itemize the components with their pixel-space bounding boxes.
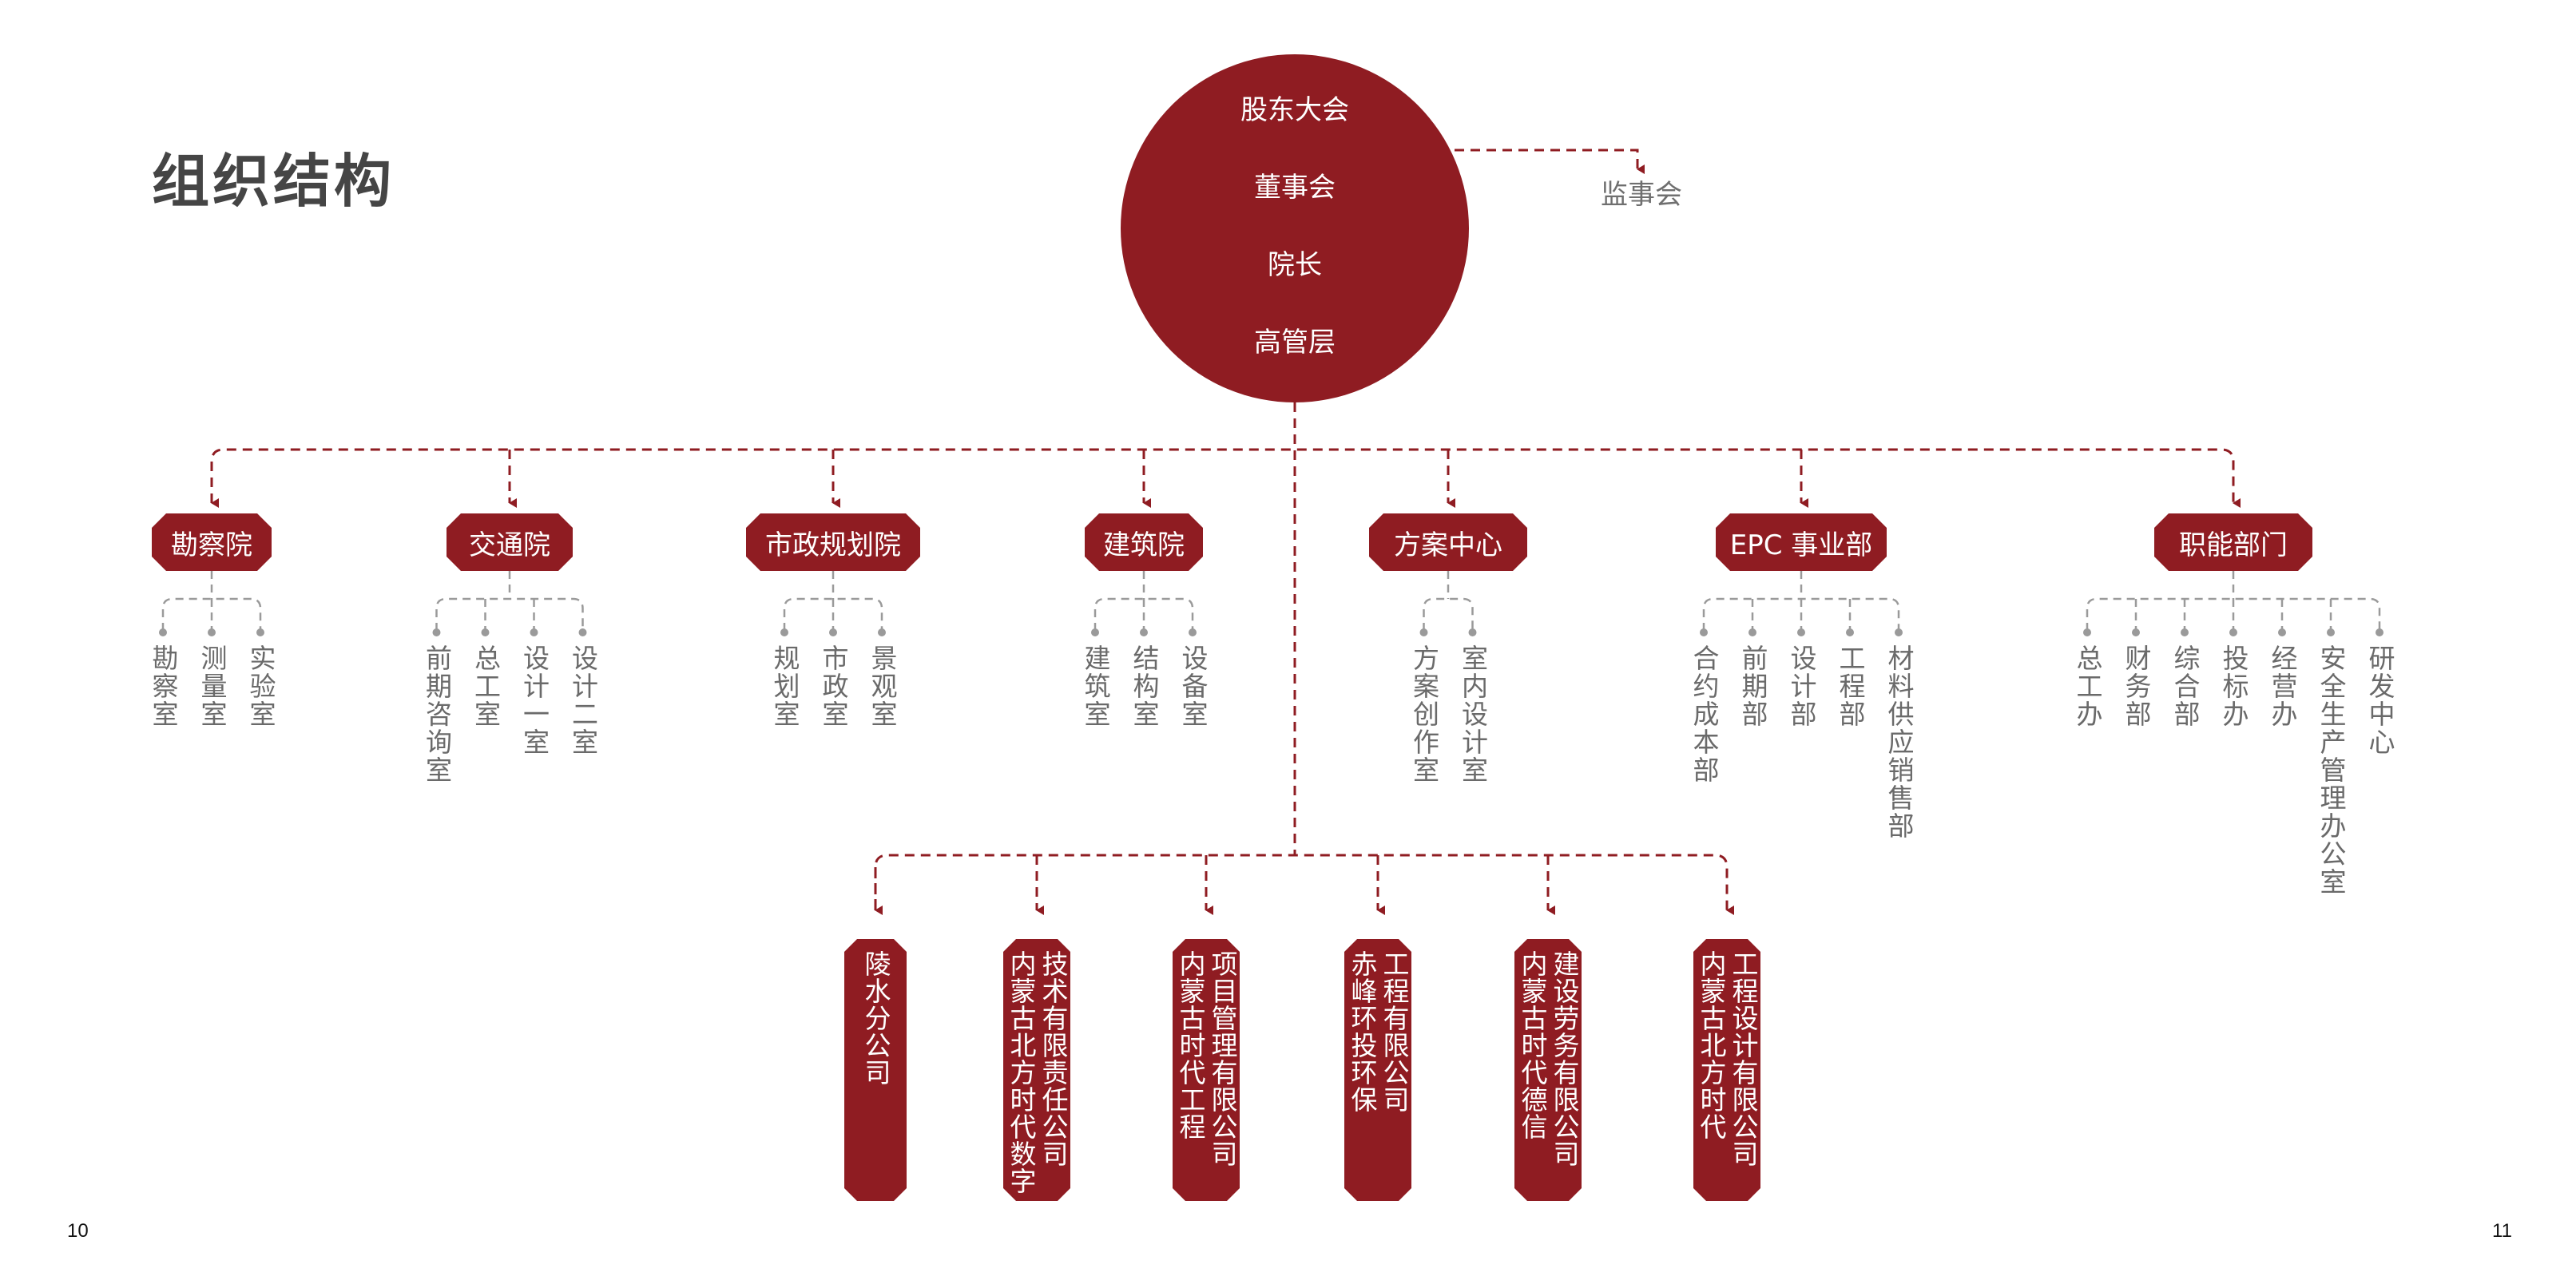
subdepartment: 前期部 bbox=[1737, 644, 1768, 728]
sub-dot bbox=[1140, 628, 1148, 636]
subdepartment: 合约成本部 bbox=[1689, 644, 1720, 784]
subsidiary-company-1: 内蒙古北方时代数字技术有限责任公司 bbox=[1003, 939, 1070, 1201]
subsidiary-company-5: 内蒙古北方时代工程设计有限公司 bbox=[1693, 939, 1760, 1201]
department-bus bbox=[210, 448, 2241, 508]
company-name-line: 赤峰环投环保 bbox=[1347, 950, 1378, 1113]
subsidiary-company-2: 内蒙古时代工程项目管理有限公司 bbox=[1173, 939, 1240, 1201]
company-name-line: 内蒙古北方时代数字 bbox=[1006, 950, 1037, 1195]
subdepartment: 财务部 bbox=[2121, 644, 2152, 728]
level-board: 董事会 bbox=[1254, 172, 1336, 204]
subdepartment: 建筑室 bbox=[1080, 644, 1111, 728]
subdepartment: 市政室 bbox=[818, 644, 849, 728]
sub-dot bbox=[2278, 628, 2286, 636]
sub-dot bbox=[1797, 628, 1805, 636]
sub-dot bbox=[1700, 628, 1708, 636]
page-number-right: 11 bbox=[2492, 1220, 2512, 1242]
subsidiary-company-0: 陵水分公司 bbox=[844, 939, 907, 1201]
subdepartment: 室内设计室 bbox=[1457, 644, 1489, 784]
sub-dot bbox=[1895, 628, 1903, 636]
subdepartment: 规划室 bbox=[769, 644, 800, 728]
subdepartment: 方案创作室 bbox=[1408, 644, 1440, 784]
sub-dot bbox=[1189, 628, 1197, 636]
subdepartment: 总工室 bbox=[470, 644, 502, 728]
sub-dot bbox=[159, 628, 167, 636]
sub-dot bbox=[530, 628, 538, 636]
level-president: 院长 bbox=[1268, 249, 1322, 281]
sub-dot bbox=[878, 628, 886, 636]
subsidiary-company-4: 内蒙古时代德信建设劳务有限公司 bbox=[1514, 939, 1582, 1201]
subdepartment: 设计一室 bbox=[518, 644, 550, 756]
company-name-line: 项目管理有限公司 bbox=[1207, 950, 1238, 1167]
subdepartment: 结构室 bbox=[1129, 644, 1160, 728]
sub-bus-3 bbox=[1094, 597, 1194, 631]
company-name-line: 建设劳务有限公司 bbox=[1549, 950, 1580, 1167]
subdepartment: 材料供应销售部 bbox=[1883, 644, 1915, 840]
sub-dot bbox=[829, 628, 837, 636]
company-name-line: 工程设计有限公司 bbox=[1728, 950, 1759, 1167]
department-3: 建筑院 bbox=[1085, 513, 1203, 571]
sub-dot bbox=[2229, 628, 2237, 636]
subdepartment: 设计部 bbox=[1786, 644, 1817, 728]
department-4: 方案中心 bbox=[1369, 513, 1527, 571]
supervisory-board: 监事会 bbox=[1601, 179, 1682, 211]
sub-dot bbox=[2132, 628, 2140, 636]
department-2: 市政规划院 bbox=[746, 513, 920, 571]
subdepartment: 经营办 bbox=[2267, 644, 2298, 728]
sub-dot bbox=[481, 628, 490, 636]
sub-dot bbox=[1091, 628, 1099, 636]
sub-dot bbox=[208, 628, 216, 636]
level-shareholders: 股东大会 bbox=[1240, 94, 1349, 126]
subdepartment: 安全生产管理办公室 bbox=[2316, 644, 2347, 896]
company-name-line: 工程有限公司 bbox=[1379, 950, 1410, 1113]
sub-dot bbox=[2181, 628, 2189, 636]
sub-dot bbox=[2327, 628, 2335, 636]
sub-bus-4 bbox=[1423, 597, 1474, 631]
page-title: 组织结构 bbox=[152, 148, 395, 215]
sub-dot bbox=[1468, 628, 1477, 636]
sub-dot bbox=[256, 628, 264, 636]
subdepartment: 设计二室 bbox=[567, 644, 599, 756]
page-number-left: 10 bbox=[67, 1220, 89, 1242]
subdepartment: 前期咨询室 bbox=[421, 644, 453, 784]
subdepartment: 研发中心 bbox=[2364, 644, 2395, 756]
supervisor-connector bbox=[1455, 149, 1645, 174]
subdepartment: 设备室 bbox=[1177, 644, 1209, 728]
department-6: 职能部门 bbox=[2154, 513, 2312, 571]
company-bus bbox=[874, 854, 1734, 915]
sub-bus-0 bbox=[161, 597, 262, 631]
level-executives: 高管层 bbox=[1254, 327, 1336, 359]
department-5: EPC 事业部 bbox=[1716, 513, 1887, 571]
subdepartment: 测量室 bbox=[196, 644, 228, 728]
sub-dot bbox=[1748, 628, 1756, 636]
department-1: 交通院 bbox=[447, 513, 573, 571]
company-name-line: 内蒙古北方时代 bbox=[1696, 950, 1727, 1140]
subdepartment: 景观室 bbox=[867, 644, 898, 728]
sub-dot bbox=[1419, 628, 1428, 636]
sub-dot bbox=[2083, 628, 2091, 636]
subdepartment: 勘察室 bbox=[148, 644, 179, 728]
subdepartment: 实验室 bbox=[245, 644, 276, 728]
company-name-line: 陵水分公司 bbox=[860, 950, 891, 1086]
sub-bus-1 bbox=[435, 597, 584, 631]
subsidiary-company-3: 赤峰环投环保工程有限公司 bbox=[1344, 939, 1411, 1201]
sub-dot bbox=[578, 628, 587, 636]
subdepartment: 工程部 bbox=[1835, 644, 1866, 728]
sub-dot bbox=[2376, 628, 2383, 636]
governance-circle bbox=[1121, 54, 1469, 402]
company-name-line: 内蒙古时代德信 bbox=[1517, 950, 1548, 1140]
subdepartment: 投标办 bbox=[2218, 644, 2249, 728]
sub-dot bbox=[1846, 628, 1854, 636]
subdepartment: 总工办 bbox=[2072, 644, 2103, 728]
sub-dot bbox=[432, 628, 441, 636]
sub-bus-2 bbox=[783, 597, 883, 631]
department-0: 勘察院 bbox=[152, 513, 272, 571]
sub-dot bbox=[780, 628, 788, 636]
company-name-line: 内蒙古时代工程 bbox=[1175, 950, 1206, 1140]
company-name-line: 技术有限责任公司 bbox=[1038, 950, 1069, 1167]
subdepartment: 综合部 bbox=[2169, 644, 2201, 728]
